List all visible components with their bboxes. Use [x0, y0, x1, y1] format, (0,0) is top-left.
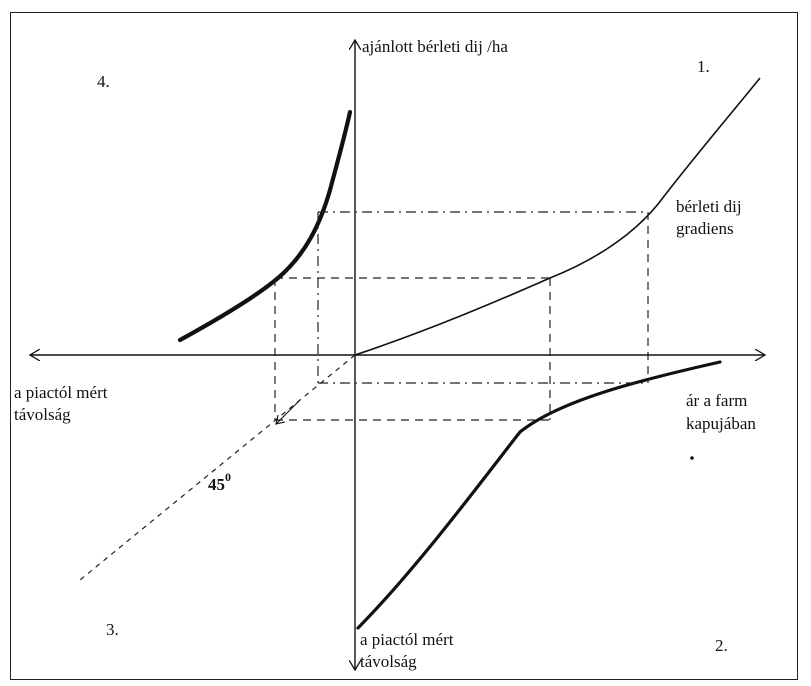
quadrant-2-label: 2.: [715, 636, 728, 655]
rent-gradient-label-line1: bérleti dij: [676, 197, 742, 216]
rent-gradient-label-line2: gradiens: [676, 219, 734, 238]
quadrant-1-label: 1.: [697, 57, 710, 76]
x-axis-right-label-line1: ár a farm: [686, 391, 747, 410]
quadrant-3-label: 3.: [106, 620, 119, 639]
x-axis-left-label-line2: távolság: [14, 405, 71, 424]
rent-gradient-curve: [354, 77, 761, 356]
y-axis-down-label-line1: a piactól mért: [360, 630, 454, 649]
quadrant-4-label: 4.: [97, 72, 110, 91]
y-axis-down-label-line2: távolság: [360, 652, 417, 671]
quadrant-4-curve: [177, 109, 353, 343]
stray-dot: [690, 456, 694, 460]
x-axis-right-label-line2: kapujában: [686, 414, 756, 433]
y-axis-up-label: ajánlott bérleti dij /ha: [362, 37, 508, 56]
angle-label: 450: [208, 470, 231, 494]
x-axis-left-label-line1: a piactól mért: [14, 383, 108, 402]
diagram-frame: [10, 12, 798, 680]
forty-five-degree-line: [79, 354, 356, 581]
dashed-construction-outer: [317, 211, 648, 384]
quadrant-2-curve: [356, 360, 722, 630]
angle-exponent: 0: [225, 470, 231, 484]
dashed-construction-inner: [274, 277, 551, 421]
angle-value: 45: [208, 475, 225, 494]
